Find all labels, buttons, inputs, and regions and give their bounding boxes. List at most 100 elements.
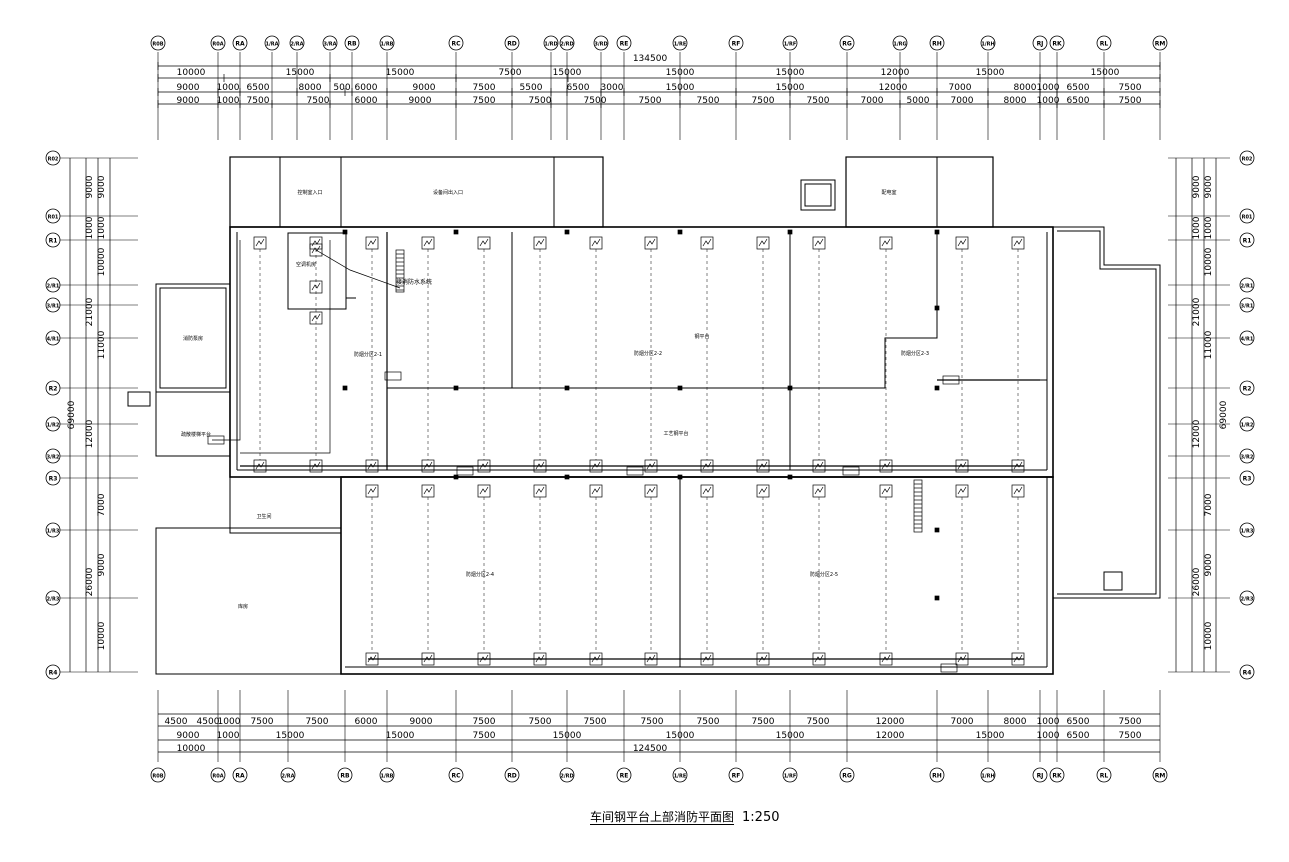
grid-bubble-bottom-circle — [1032, 767, 1048, 783]
dim-top-r1: 15000 — [386, 68, 415, 78]
grid-bubble-right-circle — [1239, 416, 1255, 432]
dim-bottom-r1: 1000 — [1037, 717, 1060, 727]
grid-bubble-bottom-circle — [448, 767, 464, 783]
grid-bubble-bottom-label: RE — [620, 773, 629, 780]
room-label-top-1: 控制室入口 — [297, 189, 322, 196]
dim-right-inner: 1000 — [1204, 216, 1214, 239]
zone-label-4: 防烟分区2-4 — [466, 571, 494, 578]
dim-right-mid: 12000 — [1192, 419, 1202, 448]
grid-bubble-right-circle — [1239, 522, 1255, 538]
grid-bubble-right-label: 2/R3 — [1241, 597, 1254, 603]
label-steel-platform: 钢平台 — [694, 333, 709, 340]
stair-lower — [913, 479, 923, 533]
grid-bubble-top-circle — [322, 35, 338, 51]
column-marker — [677, 474, 683, 480]
fire-detector-mark — [311, 313, 321, 322]
dim-top-r3: 5000 — [907, 96, 930, 106]
dim-top-r2: 5500 — [520, 83, 543, 93]
dim-left-inner: 7000 — [97, 493, 107, 516]
grid-bubble-left-label: R2 — [49, 386, 58, 393]
grid-bubble-left-label: 3/R2 — [47, 455, 60, 461]
dim-top-r1: 10000 — [177, 68, 206, 78]
grid-bubble-right-circle — [1239, 232, 1255, 248]
dim-left-mid: 12000 — [85, 419, 95, 448]
dim-top-r3: 9000 — [177, 96, 200, 106]
grid-bubble-left-label: 2/R1 — [47, 284, 60, 290]
dim-bottom-r1: 7500 — [473, 717, 496, 727]
fire-detector-mark — [255, 238, 265, 247]
grid-bubble-top-label: 1/RA — [265, 42, 278, 48]
dim-top-r2: 6500 — [567, 83, 590, 93]
fire-detector-mark — [702, 238, 712, 247]
grid-bubble-bottom-label: RD — [507, 773, 517, 780]
dim-bottom-r1: 4500 — [165, 717, 188, 727]
grid-bubble-top-label: 3/RD — [594, 42, 607, 48]
grid-bubble-right-circle — [1239, 150, 1255, 166]
fire-riser-left — [212, 240, 241, 441]
dim-top-r3: 7500 — [752, 96, 775, 106]
fire-detector-mark — [646, 238, 656, 247]
grid-bubble-top-circle — [1152, 35, 1168, 51]
dim-left-inner: 10000 — [97, 621, 107, 650]
dim-right-inner: 10000 — [1204, 621, 1214, 650]
dim-top-r3: 6000 — [355, 96, 378, 106]
grid-bubble-right-circle — [1239, 330, 1255, 346]
dim-top-r2: 7000 — [949, 83, 972, 93]
grid-bubble-top-label: RH — [932, 41, 942, 48]
grid-bubble-top-label: R0B — [152, 42, 163, 48]
grid-bubble-top-circle — [379, 35, 395, 51]
grid-bubble-bottom-label: RG — [842, 773, 852, 780]
grid-bubble-top-label: RE — [620, 41, 629, 48]
grid-bubble-bottom-label: 1/RH — [981, 774, 994, 780]
dim-top-r2: 8000 — [1014, 83, 1037, 93]
zone-label-1: 防烟分区2-1 — [354, 351, 382, 358]
room-label-lower-area: 库房 — [238, 603, 248, 610]
dim-top-r2: 7500 — [1119, 83, 1142, 93]
grid-bubble-top-label: RL — [1100, 41, 1109, 48]
fire-detector-mark — [535, 486, 545, 495]
grid-bubble-left-label: R1 — [49, 238, 58, 245]
grid-bubble-bottom-circle — [929, 767, 945, 783]
column-marker — [787, 474, 793, 480]
dim-top-r1: 15000 — [553, 68, 582, 78]
grid-bubble-right-label: 1/R2 — [1241, 423, 1254, 429]
room-label-pump: 空调机房 — [296, 261, 316, 268]
column-marker — [564, 229, 570, 235]
grid-bubble-right-circle — [1239, 470, 1255, 486]
room-label-left: 消防泵房 — [183, 335, 203, 342]
column-marker — [453, 474, 459, 480]
grid-bubble-left-circle — [45, 330, 61, 346]
grid-bubble-top-circle — [344, 35, 360, 51]
dim-bottom-overall: 124500 — [633, 744, 668, 754]
grid-bubble-top-circle — [150, 35, 166, 51]
lower-platform — [340, 476, 1054, 675]
dim-left-inner: 9000 — [97, 553, 107, 576]
fire-detector-box — [309, 311, 323, 325]
grid-bubble-top-label: RJ — [1037, 41, 1044, 48]
fire-detector-mark — [957, 486, 967, 495]
room-label-left-stair: 疏散楼梯平台 — [181, 431, 211, 438]
grid-bubble-bottom-circle — [337, 767, 353, 783]
grid-bubble-right-label: R02 — [1242, 157, 1253, 163]
drawing-scale: 1:250 — [742, 810, 780, 825]
dim-bottom-r1: 12000 — [876, 717, 905, 727]
fire-equipment — [384, 371, 402, 381]
grid-bubble-bottom-label: RA — [235, 773, 245, 780]
fire-detector-mark — [814, 238, 824, 247]
grid-bubble-bottom-label: RK — [1052, 773, 1062, 780]
grid-bubble-top-circle — [289, 35, 305, 51]
grid-bubble-right-circle — [1239, 664, 1255, 680]
fire-detector-mark — [535, 238, 545, 247]
shaft-outer — [800, 179, 836, 211]
dim-right-inner: 9000 — [1204, 175, 1214, 198]
fire-detector-mark — [367, 486, 377, 495]
grid-bubble-bottom-circle — [1096, 767, 1112, 783]
column-marker — [342, 385, 348, 391]
dim-bottom-r1: 7500 — [1119, 717, 1142, 727]
grid-bubble-left-label: R02 — [48, 157, 59, 163]
dim-top-r3: 7500 — [807, 96, 830, 106]
dimension-lines — [69, 62, 1217, 753]
pump-door — [345, 288, 356, 299]
fire-detector-mark — [591, 238, 601, 247]
dim-left-mid: 21000 — [85, 297, 95, 326]
